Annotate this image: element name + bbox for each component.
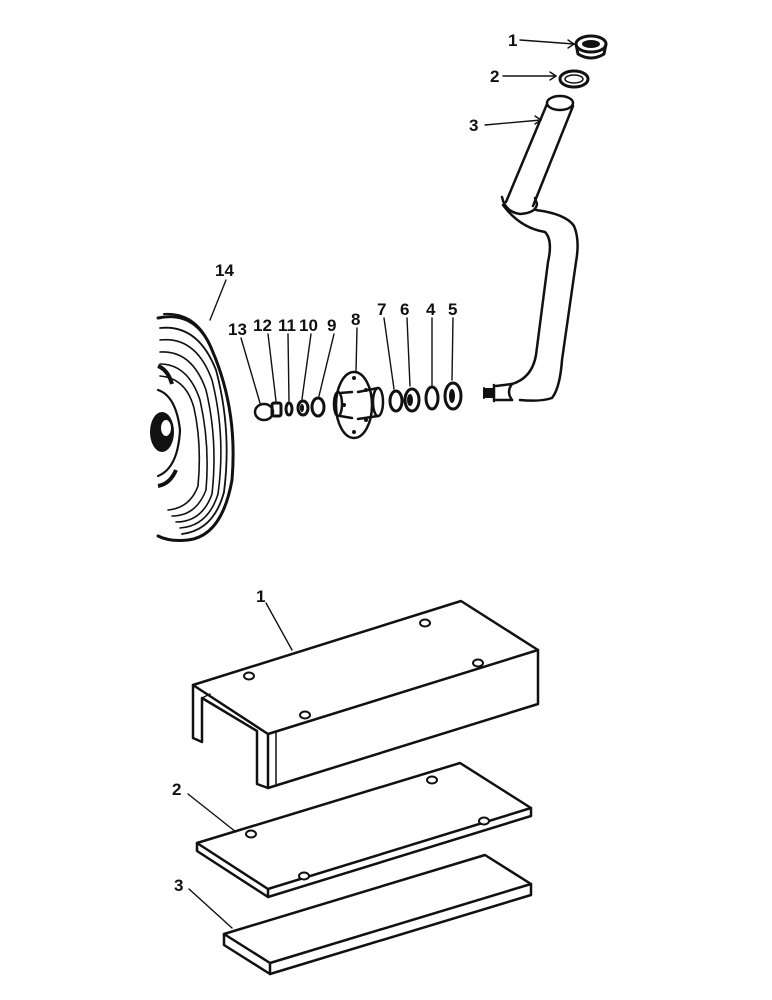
callout-washer-11: 11 bbox=[278, 316, 296, 335]
callout-nut-12: 12 bbox=[253, 316, 272, 335]
plate-part bbox=[195, 761, 533, 899]
callout-cap: 1 bbox=[508, 31, 517, 50]
upper-leader-lines bbox=[209, 39, 575, 404]
callout-spindle-arm: 3 bbox=[469, 116, 478, 135]
callout-dust-cap-13: 13 bbox=[228, 320, 247, 339]
callout-bearing-6: 6 bbox=[400, 300, 409, 319]
bearing-6-part bbox=[403, 387, 421, 413]
callout-hub: 8 bbox=[351, 310, 360, 329]
dust-cap-13-part bbox=[253, 402, 275, 422]
callout-bearing-cup-7: 7 bbox=[377, 300, 386, 319]
lower-assembly: 1 2 3 bbox=[172, 587, 540, 976]
cap-part bbox=[574, 34, 608, 60]
bearing-10-part bbox=[296, 399, 310, 417]
callout-bearing-10: 10 bbox=[299, 316, 318, 335]
callout-plate: 2 bbox=[172, 780, 181, 799]
tire-wheel-part bbox=[150, 312, 235, 542]
bearing-cup-9-part bbox=[310, 396, 326, 418]
washer-4-part bbox=[424, 385, 440, 411]
seal-ring-part bbox=[558, 69, 590, 89]
lower-leader-lines bbox=[187, 602, 293, 929]
washer-11-part bbox=[284, 401, 294, 417]
seal-5-part bbox=[443, 381, 463, 411]
upper-assembly: 1 2 3 5 4 6 7 8 9 10 11 12 13 14 bbox=[150, 31, 608, 542]
callout-seal-5: 5 bbox=[448, 300, 457, 319]
bearing-cup-7-part bbox=[388, 389, 404, 413]
channel-bracket-part bbox=[191, 599, 540, 790]
callout-bearing-cup-9: 9 bbox=[327, 316, 336, 335]
spindle-arm-part bbox=[483, 94, 579, 403]
pad-part bbox=[222, 853, 533, 976]
callout-channel-bracket: 1 bbox=[256, 587, 265, 606]
callout-seal-ring: 2 bbox=[490, 67, 499, 86]
callout-tire-wheel: 14 bbox=[215, 261, 234, 280]
hub-part bbox=[332, 370, 385, 440]
callout-pad: 3 bbox=[174, 876, 183, 895]
callout-washer-4: 4 bbox=[426, 300, 436, 319]
